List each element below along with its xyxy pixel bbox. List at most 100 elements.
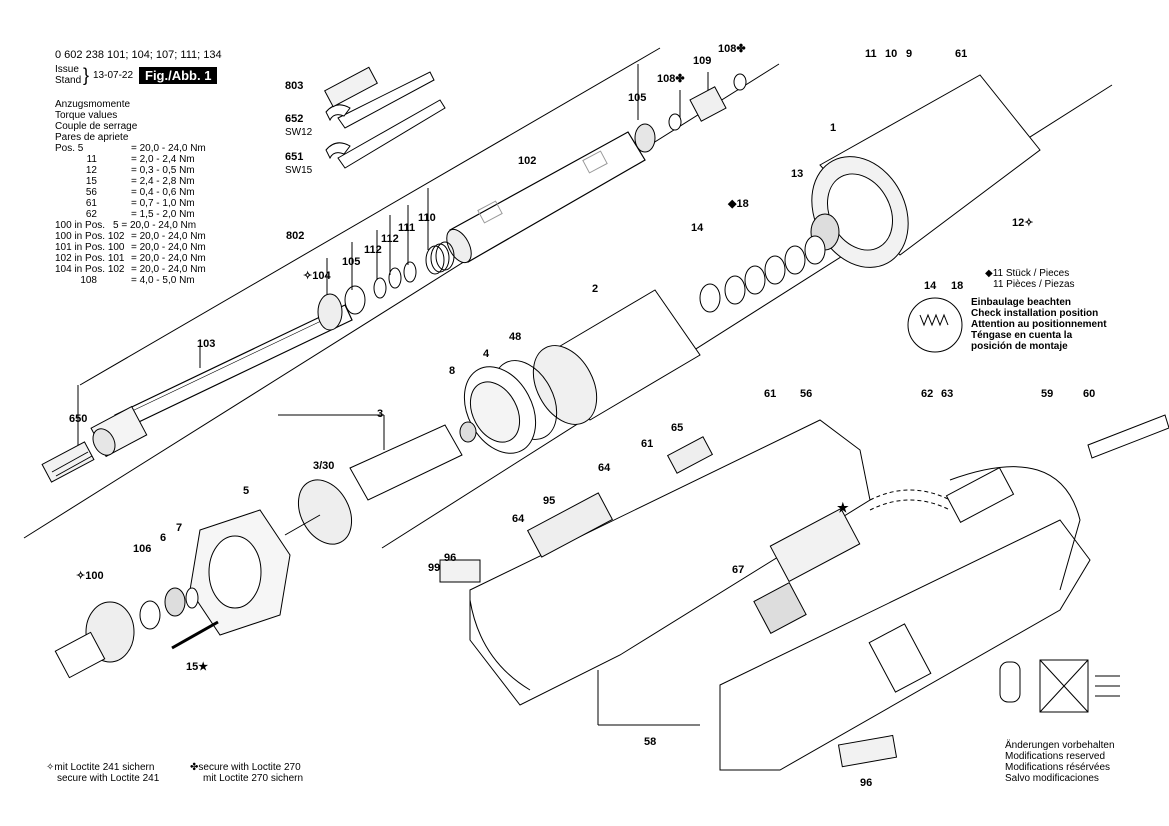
torque-row: 100 in Pos.5 = 20,0 - 24,0 Nm	[55, 220, 197, 231]
callout-105-b: 105	[342, 256, 361, 268]
torque-row: 12= 0,3 - 0,5 Nm	[85, 165, 195, 176]
callout-652: 652	[285, 113, 304, 125]
callout-14: 14	[691, 222, 704, 234]
torque-row: 61= 0,7 - 1,0 Nm	[85, 198, 195, 209]
callout-61: 61	[955, 48, 968, 60]
callout-9: 9	[906, 48, 913, 60]
loctite-241-de: ✧mit Loctite 241 sichern	[46, 762, 155, 773]
callout-59: 59	[1041, 388, 1054, 400]
callout-100: ✧100	[76, 570, 104, 582]
screw-15	[171, 620, 219, 650]
callout-64-b: 64	[512, 513, 525, 525]
torque-title-es: Pares de apriete	[55, 132, 129, 143]
callout-102: 102	[518, 155, 537, 167]
torque-row: Pos. 5= 20,0 - 24,0 Nm	[55, 143, 206, 154]
diamond-icon: ◆	[985, 268, 993, 279]
brush-set-18	[699, 235, 826, 313]
torque-row: 100 in Pos. 102= 20,0 - 24,0 Nm	[55, 231, 206, 242]
callout-58: 58	[644, 736, 657, 748]
flange-5	[189, 509, 291, 636]
modifications-de: Änderungen vorbehalten	[1005, 740, 1115, 751]
part-numbers: 0 602 238 101; 104; 107; 111; 134	[55, 49, 222, 61]
pieces-note-fr: 11 Pièces / Piezas	[993, 279, 1075, 290]
label-plates	[439, 559, 898, 768]
callout-111: 111	[398, 222, 416, 234]
issue-date: 13-07-22	[93, 70, 134, 81]
callout-3-30: 3/30	[313, 460, 335, 472]
loctite-270-en: ✤secure with Loctite 270	[190, 762, 301, 773]
callout-56: 56	[800, 388, 813, 400]
callout-104: ✧104	[303, 270, 331, 282]
callout-106: 106	[133, 543, 152, 555]
callout-13: 13	[791, 168, 804, 180]
callout-108-b: 108✤	[718, 43, 746, 55]
callout-112-b: 112	[381, 233, 399, 245]
spring-parts-110-112	[317, 241, 455, 331]
callout-650: 650	[69, 413, 88, 425]
open-star-icon: ✧	[46, 762, 55, 773]
callout-5: 5	[243, 485, 250, 497]
cable-59-60	[869, 414, 1169, 524]
callout-96: 96	[444, 552, 457, 564]
check-note-en: Check installation position	[971, 308, 1099, 319]
torque-row: 102 in Pos. 101= 20,0 - 24,0 Nm	[55, 253, 206, 264]
wiring-schematic	[999, 659, 1120, 713]
callout-802: 802	[286, 230, 305, 242]
modifications-fr: Modifications résérvées	[1005, 762, 1111, 773]
callout-103: 103	[197, 338, 216, 350]
callout-2: 2	[592, 283, 599, 295]
modifications-es: Salvo modificaciones	[1005, 773, 1099, 784]
clover-icon: ✤	[675, 73, 685, 85]
callout-61-c: 61	[641, 438, 654, 450]
check-note-fr: Attention au positionnement	[971, 319, 1107, 330]
callout-11: 11	[865, 48, 877, 60]
callout-10: 10	[885, 48, 898, 60]
callout-64: 64	[598, 462, 611, 474]
check-note-de: Einbaulage beachten	[971, 297, 1072, 308]
filled-star-icon: ★	[198, 661, 209, 673]
collet-650	[41, 441, 95, 483]
open-star-icon: ✧	[76, 570, 86, 582]
check-note-es-1: Téngase en cuenta la	[971, 330, 1073, 341]
modifications-en: Modifications reserved	[1005, 751, 1106, 762]
torque-row: 56= 0,4 - 0,6 Nm	[85, 187, 195, 198]
inset-callout-14: 14	[924, 280, 937, 292]
switch-56-67	[753, 507, 861, 634]
motor-housing-1	[810, 74, 1041, 268]
callout-4: 4	[483, 348, 490, 360]
check-note-es-2: posición de montaje	[971, 341, 1068, 352]
callout-8: 8	[449, 365, 456, 377]
armature-2	[492, 289, 701, 440]
callout-803: 803	[285, 80, 304, 92]
callout-61-b: 61	[764, 388, 777, 400]
clover-icon: ✤	[736, 43, 746, 55]
loctite-270-de: mit Loctite 270 sichern	[203, 773, 304, 784]
stand-label: Stand	[55, 75, 82, 86]
torque-row: 104 in Pos. 102= 20,0 - 24,0 Nm	[55, 264, 206, 275]
rotor-3	[284, 424, 463, 545]
callout-108: 108✤	[657, 73, 685, 85]
callout-651-size: SW15	[285, 165, 313, 176]
torque-title-en: Torque values	[55, 110, 118, 121]
callout-65: 65	[671, 422, 684, 434]
issue-label: Issue	[55, 64, 79, 75]
torque-title-fr: Couple de serrage	[55, 121, 138, 132]
callout-96-b: 96	[860, 777, 873, 789]
callout-110: 110	[418, 212, 436, 224]
callout-67: 67	[732, 564, 745, 576]
torque-row: 62= 1,5 - 2,0 Nm	[85, 209, 195, 220]
callout-1: 1	[830, 122, 837, 134]
callout-651: 651	[285, 151, 304, 163]
bearing-105-109	[634, 73, 747, 153]
torque-row: 11= 2,0 - 2,4 Nm	[86, 154, 195, 165]
tube-102	[446, 131, 646, 264]
open-star-icon: ✧	[1024, 217, 1034, 229]
callout-105: 105	[628, 92, 647, 104]
callout-112: 112	[364, 244, 382, 256]
loctite-241-en: secure with Loctite 241	[57, 773, 160, 784]
housing-cover-96	[719, 466, 1091, 771]
callout-62: 62	[921, 388, 934, 400]
diamond-icon: ◆	[728, 198, 737, 210]
housing-half-58	[469, 419, 871, 706]
